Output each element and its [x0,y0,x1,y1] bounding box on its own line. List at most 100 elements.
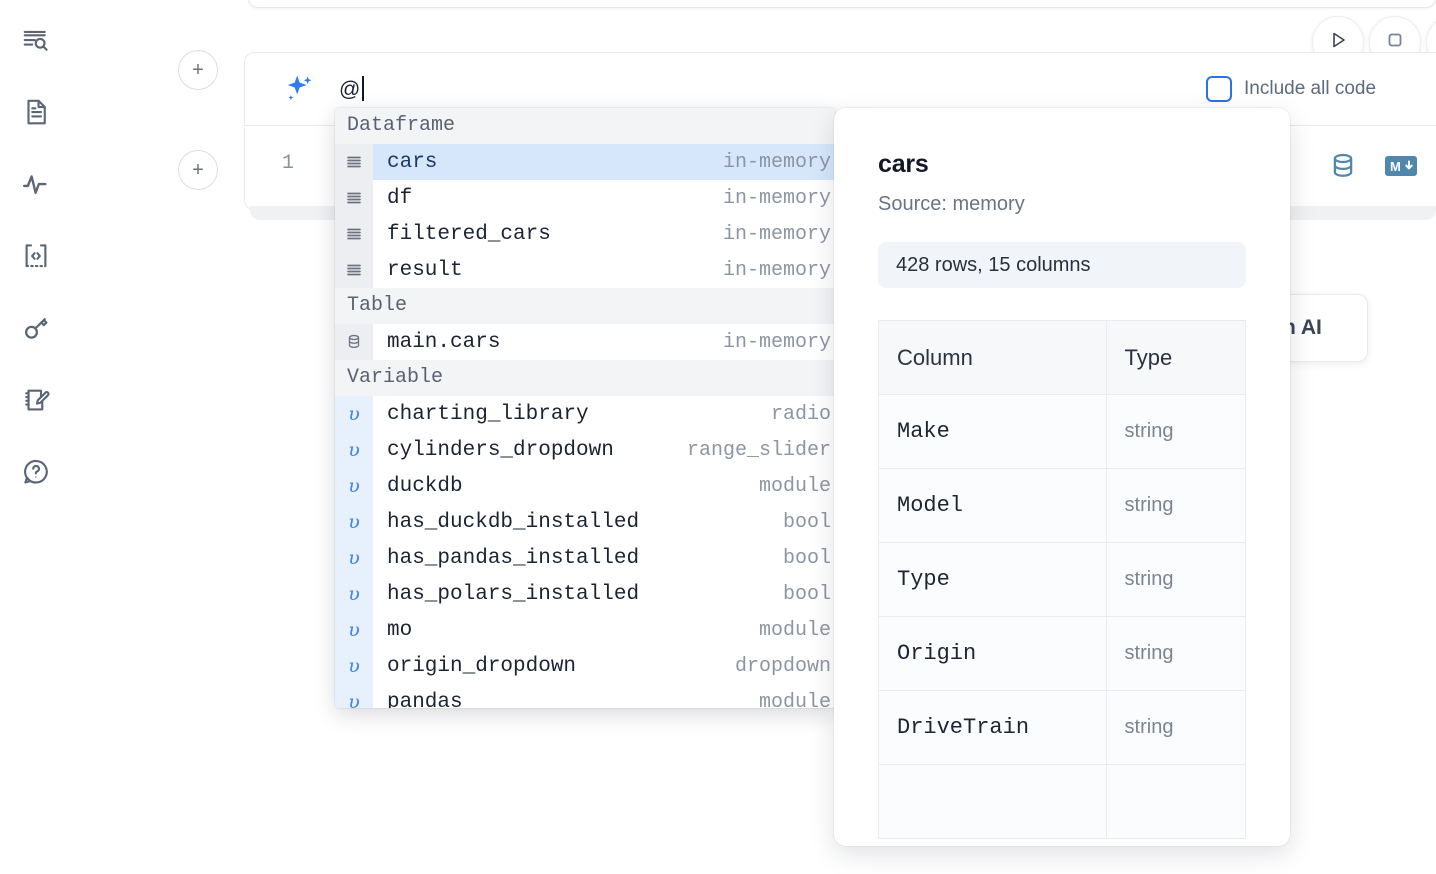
doc-schema-column-name: Type [878,542,1107,617]
autocomplete-group-header: Table [335,288,835,324]
autocomplete-item-type: in-memory [722,186,831,210]
upsilon-variable-icon: υ [335,684,373,708]
autocomplete-item[interactable]: df in-memory [335,180,835,216]
doc-title: cars [878,150,929,178]
autocomplete-item-type: in-memory [722,258,831,282]
autocomplete-item-type: in-memory [722,150,831,174]
doc-schema-header-row: Column Type [878,320,1247,395]
dataframe-rows-icon [335,216,373,252]
database-icon[interactable] [1328,151,1358,186]
autocomplete-item-name: duckdb [387,474,463,498]
completion-doc-panel: cars Source: memory 428 rows, 15 columns… [834,108,1290,846]
dataframe-rows-icon [335,252,373,288]
autocomplete-item-type: radio [770,402,831,426]
autocomplete-item-name: cars [387,150,438,174]
secrets-key-icon-button[interactable] [12,304,60,352]
autocomplete-item-name: result [387,258,463,282]
doc-source: Source: memory [878,193,1025,215]
autocomplete-item[interactable]: result in-memory [335,252,835,288]
upsilon-variable-icon: υ [335,576,373,612]
autocomplete-item-type: module [758,690,831,709]
autocomplete-item-type: bool [782,510,831,534]
autocomplete-item-body: main.cars in-memory [373,324,835,360]
snippets-code-icon [21,241,51,271]
autocomplete-item-name: cylinders_dropdown [387,438,614,462]
include-all-code-checkbox[interactable] [1206,76,1232,102]
database-icon [335,324,373,360]
autocomplete-item[interactable]: filtered_cars in-memory [335,216,835,252]
autocomplete-item-name: main.cars [387,330,501,354]
generate-with-ai-label: h AI [1283,316,1322,339]
snippets-code-icon-button[interactable] [12,232,60,280]
left-icon-rail [0,0,72,874]
autocomplete-item-name: has_duckdb_installed [387,510,640,534]
doc-schema-column-type: string [1105,542,1247,617]
doc-schema-column-name: Make [878,394,1107,469]
upsilon-variable-icon: υ [335,612,373,648]
autocomplete-item[interactable]: cars in-memory [335,144,835,180]
scratchpad-edit-icon [21,385,51,415]
scratchpad-edit-icon-button[interactable] [12,376,60,424]
notebook-file-icon-button[interactable] [12,88,60,136]
autocomplete-item-type: range_slider [686,438,831,462]
explore-search-icon-button[interactable] [12,16,60,64]
autocomplete-item-type: dropdown [734,654,831,678]
autocomplete-item-type: module [758,618,831,642]
generate-with-ai-button[interactable]: h AI [1276,294,1368,362]
autocomplete-item[interactable]: υ has_duckdb_installed bool [335,504,835,540]
doc-schema-column-type: string [1105,468,1247,543]
help-chat-icon [21,457,51,487]
dataframe-rows-icon [335,144,373,180]
doc-schema-column-type: string [1105,690,1247,765]
autocomplete-item-name: has_pandas_installed [387,546,640,570]
autocomplete-item-name: filtered_cars [387,222,551,246]
notebook-file-icon [21,97,51,127]
upsilon-variable-icon: υ [335,504,373,540]
stop-square-icon [1383,28,1407,57]
add-cell-button-top[interactable]: + [178,50,218,90]
add-cell-button-bottom[interactable]: + [178,150,218,190]
explore-search-icon [21,25,51,55]
text-caret [361,76,364,101]
help-chat-icon-button[interactable] [12,448,60,496]
autocomplete-item-body: result in-memory [373,252,835,288]
autocomplete-item-body: cars in-memory [373,144,835,180]
ai-prompt-input-value: @ [339,78,361,101]
include-all-code-label: Include all code [1244,78,1377,99]
dataframe-rows-icon [335,180,373,216]
autocomplete-item-type: in-memory [722,222,831,246]
ai-prompt-input[interactable]: @ [339,76,364,102]
doc-schema-column-name [878,764,1107,839]
activity-pulse-icon-button[interactable] [12,160,60,208]
doc-schema-column-type: string [1105,616,1247,691]
autocomplete-item-name: pandas [387,690,463,709]
autocomplete-item-type: in-memory [722,330,831,354]
autocomplete-item-body: pandas module [373,684,835,709]
autocomplete-item-name: df [387,186,413,210]
plus-icon: + [192,59,204,81]
autocomplete-item-name: origin_dropdown [387,654,577,678]
autocomplete-item-body: filtered_cars in-memory [373,216,835,252]
markdown-down-icon[interactable]: M [1384,153,1418,184]
autocomplete-item[interactable]: main.cars in-memory [335,324,835,360]
autocomplete-item-body: cylinders_dropdown range_slider [373,432,835,468]
